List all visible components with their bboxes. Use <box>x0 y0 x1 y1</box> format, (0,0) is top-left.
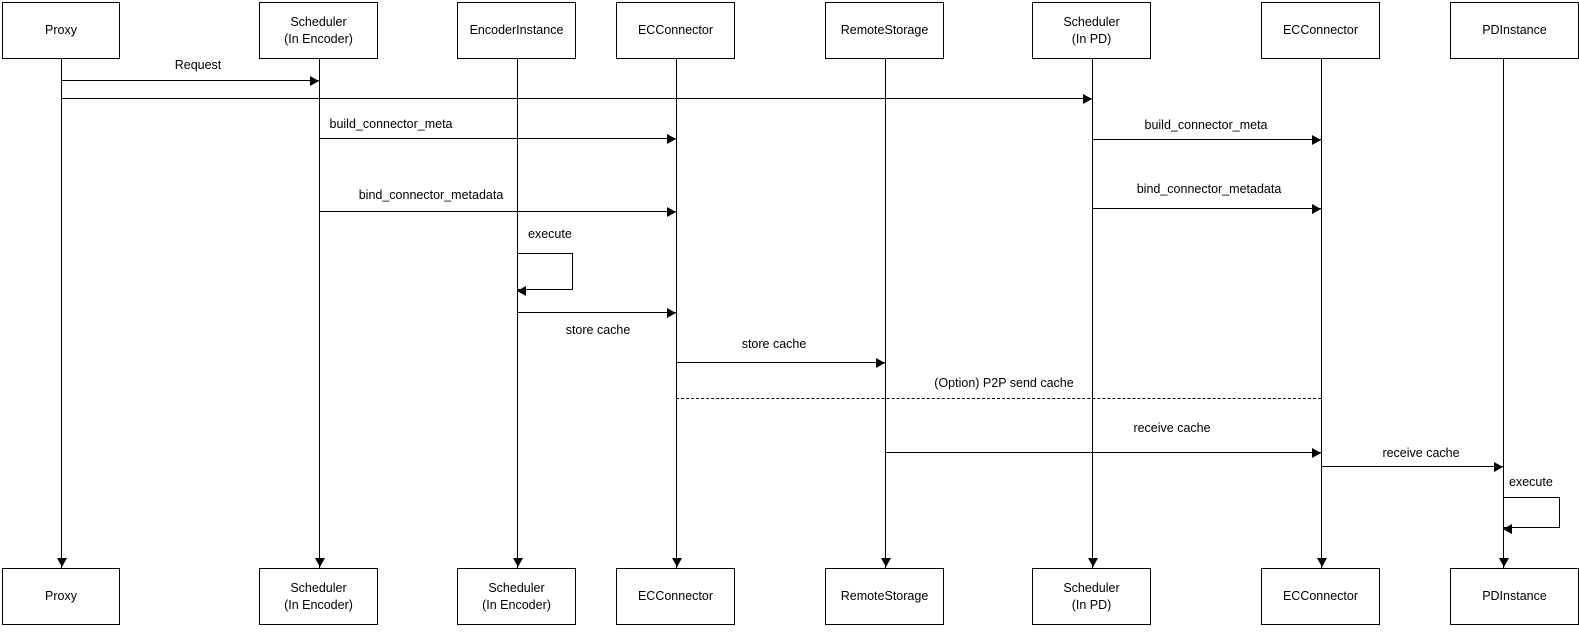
message-arrowhead-m8 <box>876 357 885 368</box>
message-label-m5: bind_connector_metadata <box>358 188 504 202</box>
lifeline-terminator-arrow-sched_enc <box>314 558 325 567</box>
participant-footer-pd_inst[interactable]: PDInstance <box>1450 568 1579 625</box>
lifeline-terminator-arrow-proxy <box>56 558 67 567</box>
participant-footer-encoder_inst[interactable]: Scheduler (In Encoder) <box>457 568 576 625</box>
lifeline-terminator-arrow-encoder_inst <box>512 558 523 567</box>
message-line-m8 <box>676 362 885 363</box>
message-arrowhead-m4 <box>1312 134 1321 145</box>
participant-header-encoder_inst[interactable]: EncoderInstance <box>457 2 576 59</box>
lifeline-terminator-arrow-sched_pd <box>1087 558 1098 567</box>
message-label-m4: build_connector_meta <box>1144 118 1268 132</box>
message-label-m9: (Option) P2P send cache <box>934 376 1074 390</box>
participant-header-remote_store[interactable]: RemoteStorage <box>825 2 944 59</box>
participant-footer-ec_conn_enc[interactable]: ECConnector <box>616 568 735 625</box>
message-arrowhead-m10 <box>1312 447 1321 458</box>
lifeline-ec_conn_pd <box>1321 59 1322 568</box>
message-label-m10: receive cache <box>1133 421 1211 435</box>
message-label-m7: store cache <box>565 323 631 337</box>
lifeline-ec_conn_enc <box>676 59 677 568</box>
message-line-m6 <box>1092 208 1321 209</box>
participant-footer-sched_enc[interactable]: Scheduler (In Encoder) <box>259 568 378 625</box>
message-line-m7 <box>517 312 676 313</box>
message-line-m1 <box>61 80 319 81</box>
lifeline-terminator-arrow-remote_store <box>880 558 891 567</box>
participant-header-proxy[interactable]: Proxy <box>2 2 120 59</box>
message-arrowhead-m5 <box>667 206 676 217</box>
message-arrowhead-m2 <box>1083 93 1092 104</box>
participant-header-sched_enc[interactable]: Scheduler (In Encoder) <box>259 2 378 59</box>
lifeline-sched_pd <box>1092 59 1093 568</box>
message-line-m3 <box>319 138 676 139</box>
lifeline-sched_enc <box>319 59 320 568</box>
self-call-label-s1: execute <box>528 227 572 241</box>
self-call-arrowhead-s1 <box>517 285 526 296</box>
participant-footer-remote_store[interactable]: RemoteStorage <box>825 568 944 625</box>
message-line-m4 <box>1092 139 1321 140</box>
message-line-m9 <box>676 398 1321 399</box>
participant-header-ec_conn_pd[interactable]: ECConnector <box>1261 2 1380 59</box>
message-arrowhead-m6 <box>1312 203 1321 214</box>
participant-footer-ec_conn_pd[interactable]: ECConnector <box>1261 568 1380 625</box>
message-line-m10 <box>885 452 1321 453</box>
lifeline-proxy <box>61 59 62 568</box>
participant-header-ec_conn_enc[interactable]: ECConnector <box>616 2 735 59</box>
lifeline-encoder_inst <box>517 59 518 568</box>
self-call-loop-s1 <box>517 253 573 290</box>
message-line-m11 <box>1321 466 1503 467</box>
message-label-m8: store cache <box>741 337 807 351</box>
lifeline-terminator-arrow-ec_conn_pd <box>1316 558 1327 567</box>
participant-header-pd_inst[interactable]: PDInstance <box>1450 2 1579 59</box>
participant-header-sched_pd[interactable]: Scheduler (In PD) <box>1032 2 1151 59</box>
lifeline-terminator-arrow-ec_conn_enc <box>671 558 682 567</box>
lifeline-terminator-arrow-pd_inst <box>1498 558 1509 567</box>
self-call-arrowhead-s2 <box>1503 523 1512 534</box>
message-label-m6: bind_connector_metadata <box>1136 182 1282 196</box>
message-arrowhead-m7 <box>667 307 676 318</box>
lifeline-pd_inst <box>1503 59 1504 568</box>
self-call-loop-s2 <box>1503 497 1560 528</box>
self-call-label-s2: execute <box>1509 475 1553 489</box>
message-line-m2 <box>61 98 1092 99</box>
lifeline-remote_store <box>885 59 886 568</box>
message-arrowhead-m3 <box>667 133 676 144</box>
message-line-m5 <box>319 211 676 212</box>
message-arrowhead-m1 <box>310 75 319 86</box>
participant-footer-proxy[interactable]: Proxy <box>2 568 120 625</box>
message-arrowhead-m11 <box>1494 461 1503 472</box>
participant-footer-sched_pd[interactable]: Scheduler (In PD) <box>1032 568 1151 625</box>
message-label-m11: receive cache <box>1382 446 1460 460</box>
message-label-m1: Request <box>174 58 222 72</box>
message-label-m3: build_connector_meta <box>329 117 453 131</box>
